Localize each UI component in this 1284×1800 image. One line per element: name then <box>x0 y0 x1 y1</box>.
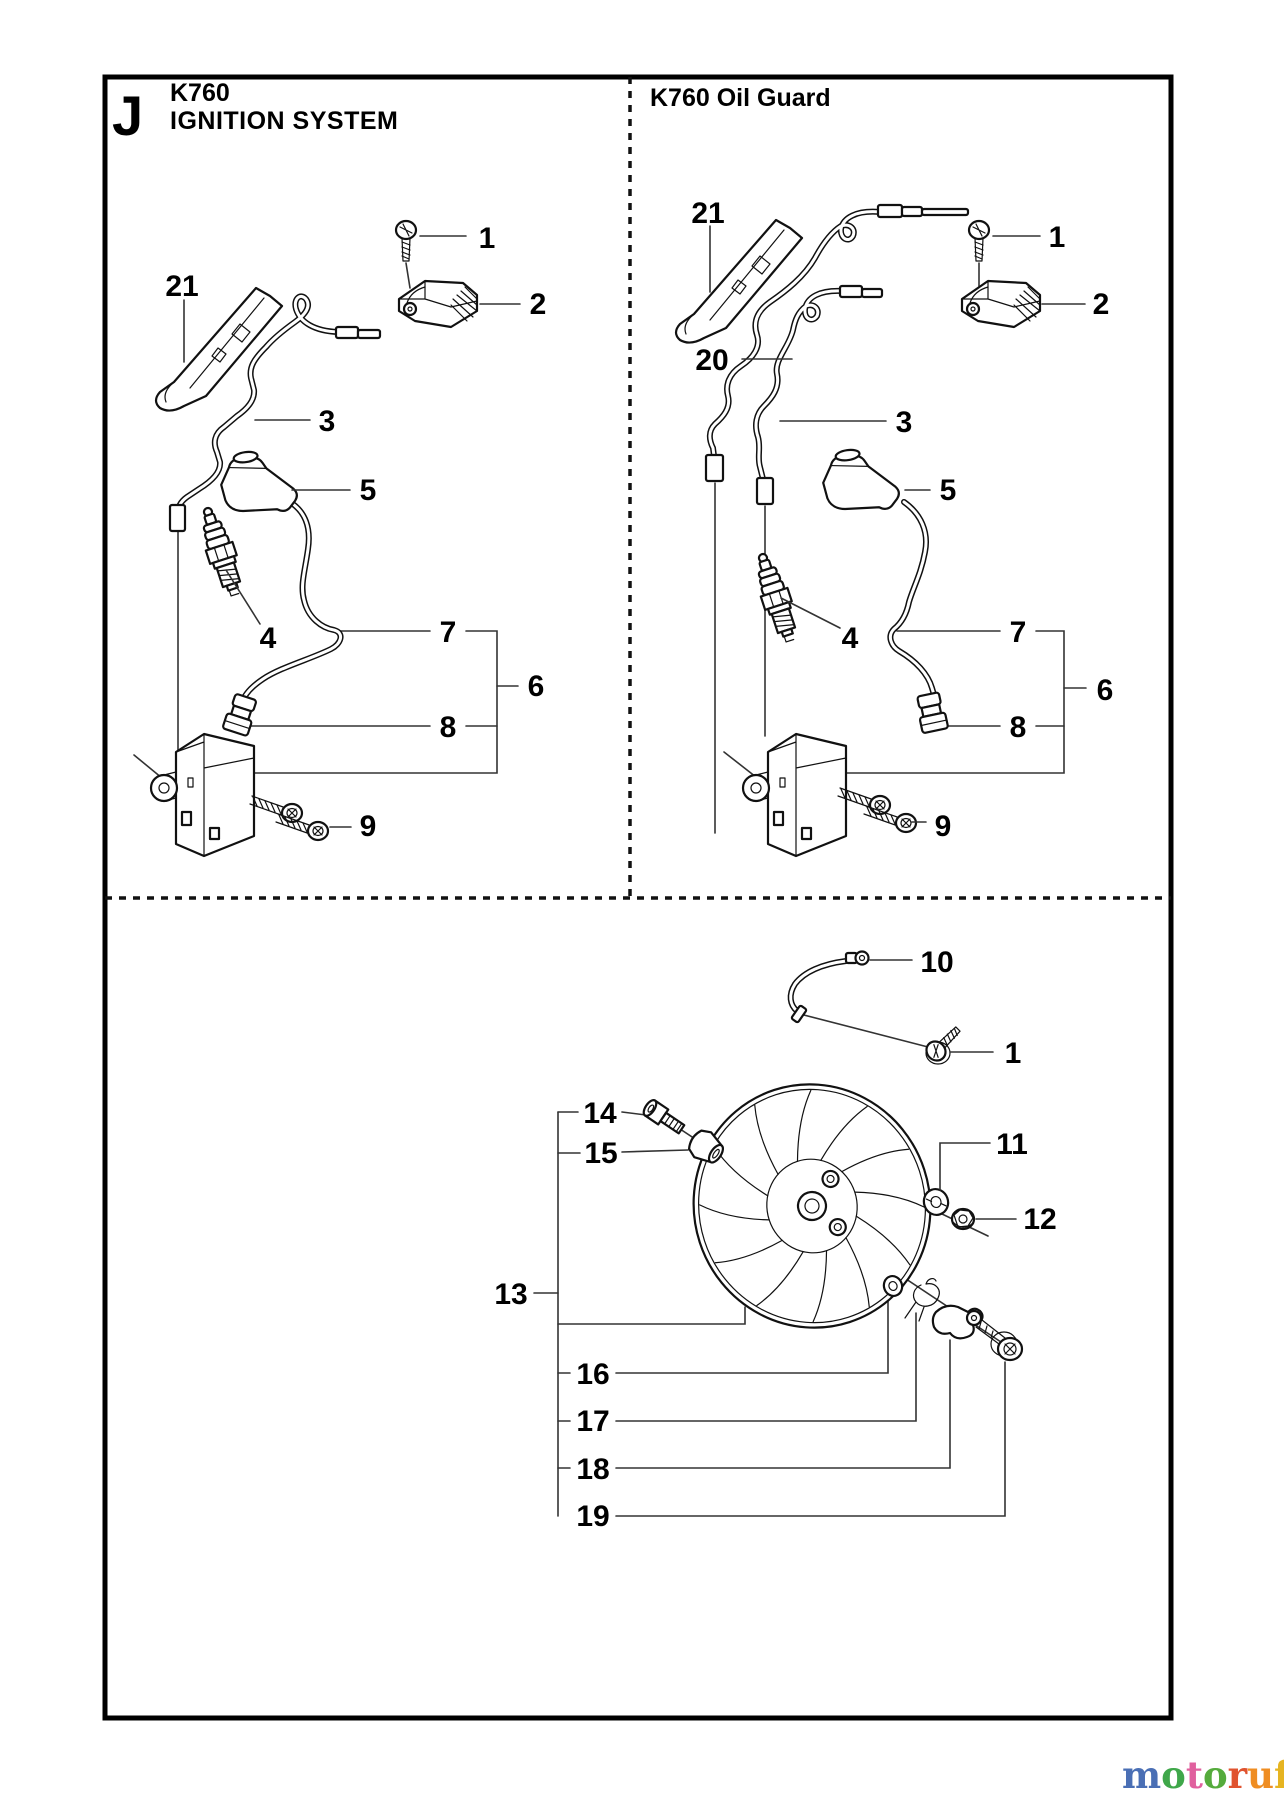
stop-switch-right <box>960 279 1042 329</box>
lead-boot-left <box>221 691 260 738</box>
callout-bottom-15: 15 <box>584 1137 617 1170</box>
callout-right-8: 8 <box>1010 711 1027 744</box>
model-title: K760 <box>170 79 230 107</box>
plug-cap-left <box>216 444 300 521</box>
module-screws-right <box>836 786 918 834</box>
flywheel-nut <box>950 1207 976 1231</box>
spring-clip <box>904 1278 940 1322</box>
flywheel-washer <box>922 1188 950 1216</box>
oil-guard-wire-right <box>704 203 970 483</box>
watermark-letter: u <box>1247 1753 1274 1797</box>
left-panel-drawing <box>133 219 521 858</box>
callout-right-4: 4 <box>842 622 859 655</box>
ignition-lead-right <box>887 499 938 712</box>
callout-bottom-16: 16 <box>576 1358 609 1391</box>
screw-1-right <box>967 219 991 263</box>
ignition-module-right <box>741 732 848 858</box>
callout-bottom-10: 10 <box>920 946 953 979</box>
spark-plug-right <box>747 548 805 647</box>
callout-bottom-13: 13 <box>494 1278 527 1311</box>
plug-cap-right <box>818 442 902 519</box>
harness-bracket-right <box>674 218 804 344</box>
bottom-panel-drawing <box>533 950 1024 1517</box>
ground-wire <box>787 950 870 1024</box>
callout-right-2: 2 <box>1093 288 1110 321</box>
callout-right-21: 21 <box>691 197 724 230</box>
callout-left-9: 9 <box>360 810 377 843</box>
callout-right-1: 1 <box>1049 221 1066 254</box>
lead-boot-right <box>914 690 950 735</box>
watermark-letter: o <box>1161 1753 1186 1797</box>
ground-screw <box>921 1020 967 1066</box>
module-screws-left <box>248 794 330 842</box>
short-circuit-wire-left <box>168 293 382 533</box>
callout-right-9: 9 <box>935 810 952 843</box>
system-title: IGNITION SYSTEM <box>170 107 398 135</box>
watermark-logo: motoruf.de <box>1122 1753 1284 1797</box>
callout-bottom-11: 11 <box>996 1128 1028 1161</box>
ignition-module-left <box>149 732 256 858</box>
callout-left-5: 5 <box>360 474 377 507</box>
section-letter: J <box>112 84 143 147</box>
callout-bottom-12: 12 <box>1023 1203 1056 1236</box>
pawl-screw <box>975 1319 1024 1362</box>
callout-left-4: 4 <box>260 622 277 655</box>
callout-bottom-19: 19 <box>576 1500 609 1533</box>
bracket-6-7-8-right <box>799 630 1087 774</box>
watermark-letter: r <box>1228 1753 1248 1797</box>
callout-left-1: 1 <box>479 222 496 255</box>
watermark-letter: o <box>1203 1753 1228 1797</box>
ignition-lead-left <box>239 499 344 706</box>
callout-left-8: 8 <box>440 711 457 744</box>
bracket-6-7-8-left <box>229 630 519 774</box>
callout-left-21: 21 <box>165 270 198 303</box>
callout-bottom-14: 14 <box>583 1097 617 1130</box>
right-panel-drawing <box>674 203 1087 858</box>
screw-1-left <box>394 219 418 263</box>
small-washer <box>882 1275 904 1297</box>
flywheel <box>692 1083 932 1329</box>
right-panel-title: K760 Oil Guard <box>650 84 831 112</box>
callout-right-7: 7 <box>1010 616 1027 649</box>
callout-right-6: 6 <box>1097 674 1114 707</box>
callout-left-7: 7 <box>440 616 457 649</box>
spark-plug-left <box>192 502 250 601</box>
flywheel-bracket-lines <box>533 1111 1006 1517</box>
watermark-letter: m <box>1122 1753 1161 1797</box>
callout-left-3: 3 <box>319 405 336 438</box>
callout-left-2: 2 <box>530 288 547 321</box>
callout-bottom-1: 1 <box>1005 1037 1022 1070</box>
callout-right-3: 3 <box>896 406 913 439</box>
callout-right-5: 5 <box>940 474 957 507</box>
watermark-letter: f <box>1274 1753 1284 1797</box>
flywheel-bolt <box>640 1096 688 1138</box>
callout-right-20: 20 <box>695 344 728 377</box>
callout-bottom-18: 18 <box>576 1453 609 1486</box>
short-circuit-wire-right <box>753 284 884 506</box>
watermark-letter: t <box>1186 1753 1203 1797</box>
starter-pawl <box>931 1304 984 1340</box>
callout-left-6: 6 <box>528 670 545 703</box>
callout-bottom-17: 17 <box>576 1405 609 1438</box>
